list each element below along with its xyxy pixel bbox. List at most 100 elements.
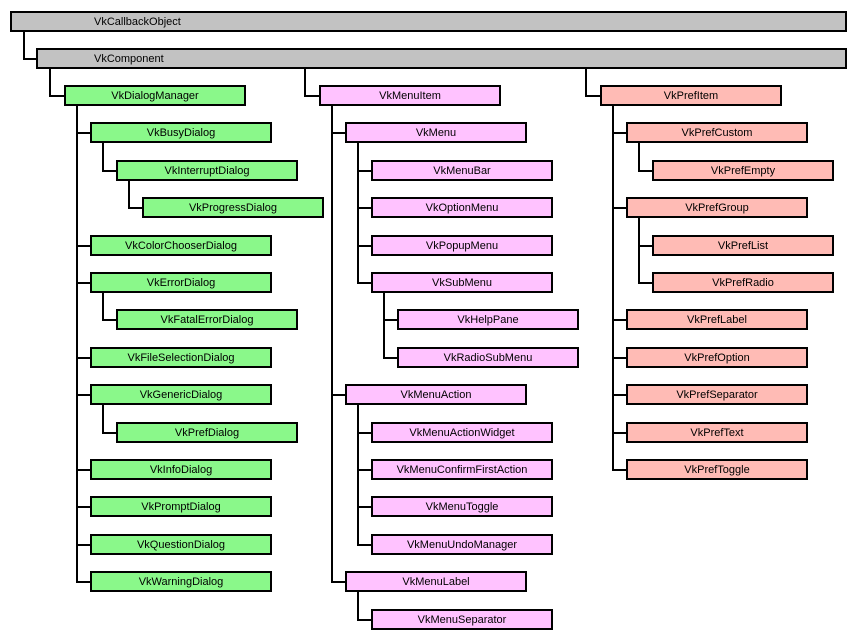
- connector-line: [331, 581, 345, 583]
- connector-line: [102, 432, 116, 434]
- node-vkcolorchooserdialog[interactable]: VkColorChooserDialog: [90, 235, 272, 256]
- connector-line: [331, 106, 333, 583]
- node-vkprefgroup[interactable]: VkPrefGroup: [626, 197, 808, 218]
- connector-line: [612, 432, 626, 434]
- connector-line: [76, 282, 90, 284]
- connector-line: [357, 544, 371, 546]
- node-label: VkPrefCustom: [681, 126, 753, 139]
- node-vkprefradio[interactable]: VkPrefRadio: [652, 272, 834, 293]
- connector-line: [612, 207, 626, 209]
- node-label: VkMenuSeparator: [417, 613, 507, 626]
- connector-line: [612, 132, 626, 134]
- node-label: VkPrefText: [690, 426, 744, 439]
- connector-line: [383, 357, 397, 359]
- connector-line: [76, 469, 90, 471]
- connector-line: [128, 207, 142, 209]
- node-vkerrordialog[interactable]: VkErrorDialog: [90, 272, 272, 293]
- node-label: VkMenuLabel: [402, 575, 470, 588]
- node-vkprefdialog[interactable]: VkPrefDialog: [116, 422, 298, 443]
- connector-line: [76, 132, 90, 134]
- node-vkquestiondialog[interactable]: VkQuestionDialog: [90, 534, 272, 555]
- node-label: VkProgressDialog: [188, 201, 278, 214]
- node-label: VkErrorDialog: [146, 276, 216, 289]
- connector-line: [638, 218, 640, 284]
- connector-line: [612, 394, 626, 396]
- node-label: VkPrefOption: [684, 351, 750, 364]
- connector-line: [357, 619, 371, 621]
- node-label: VkFileSelectionDialog: [127, 351, 235, 364]
- node-vkoptionmenu[interactable]: VkOptionMenu: [371, 197, 553, 218]
- node-vksubmenu[interactable]: VkSubMenu: [371, 272, 553, 293]
- node-vkinfodialog[interactable]: VkInfoDialog: [90, 459, 272, 480]
- node-label: VkColorChooserDialog: [125, 239, 237, 252]
- node-vkdialogmanager[interactable]: VkDialogManager: [64, 85, 246, 106]
- node-label: VkHelpPane: [457, 313, 519, 326]
- node-vkpreflist[interactable]: VkPrefList: [652, 235, 834, 256]
- node-label: VkPrefDialog: [174, 426, 240, 439]
- node-vkfileselectiondialog[interactable]: VkFileSelectionDialog: [90, 347, 272, 368]
- node-vkprefcustom[interactable]: VkPrefCustom: [626, 122, 808, 143]
- node-vkhelppane[interactable]: VkHelpPane: [397, 309, 579, 330]
- node-vkmenuactionwidget[interactable]: VkMenuActionWidget: [371, 422, 553, 443]
- node-vkbusydialog[interactable]: VkBusyDialog: [90, 122, 272, 143]
- node-label: VkMenuUndoManager: [406, 538, 518, 551]
- connector-line: [638, 245, 652, 247]
- node-label: VkMenu: [415, 126, 457, 139]
- node-vkmenulabel[interactable]: VkMenuLabel: [345, 571, 527, 592]
- node-vkprefseparator[interactable]: VkPrefSeparator: [626, 384, 808, 405]
- node-vkpreftext[interactable]: VkPrefText: [626, 422, 808, 443]
- node-label: VkCallbackObject: [94, 15, 181, 28]
- connector-line: [612, 319, 626, 321]
- node-vkinterruptdialog[interactable]: VkInterruptDialog: [116, 160, 298, 181]
- node-vkmenubar[interactable]: VkMenuBar: [371, 160, 553, 181]
- node-vkmenuaction[interactable]: VkMenuAction: [345, 384, 527, 405]
- node-vkcomponent[interactable]: VkComponent: [36, 48, 847, 69]
- connector-line: [49, 95, 64, 97]
- node-vkgenericdialog[interactable]: VkGenericDialog: [90, 384, 272, 405]
- node-label: VkComponent: [94, 52, 164, 65]
- node-vkmenuseparator[interactable]: VkMenuSeparator: [371, 609, 553, 630]
- connector-line: [357, 592, 359, 621]
- node-vkmenuitem[interactable]: VkMenuItem: [319, 85, 501, 106]
- connector-line: [76, 394, 90, 396]
- node-vkmenutoggle[interactable]: VkMenuToggle: [371, 496, 553, 517]
- node-vkmenuundomanager[interactable]: VkMenuUndoManager: [371, 534, 553, 555]
- node-vkmenuconfirmfirstaction[interactable]: VkMenuConfirmFirstAction: [371, 459, 553, 480]
- connector-line: [76, 544, 90, 546]
- node-label: VkRadioSubMenu: [443, 351, 533, 364]
- node-vkpromptdialog[interactable]: VkPromptDialog: [90, 496, 272, 517]
- node-label: VkPrefLabel: [687, 313, 747, 326]
- connector-line: [638, 143, 640, 172]
- node-vkpreflabel[interactable]: VkPrefLabel: [626, 309, 808, 330]
- node-label: VkQuestionDialog: [136, 538, 226, 551]
- connector-line: [357, 469, 371, 471]
- node-label: VkMenuConfirmFirstAction: [396, 463, 528, 476]
- node-label: VkPrefItem: [663, 89, 719, 102]
- node-vkradiosubmenu[interactable]: VkRadioSubMenu: [397, 347, 579, 368]
- node-vkprefitem[interactable]: VkPrefItem: [600, 85, 782, 106]
- connector-line: [357, 143, 359, 284]
- node-vkmenu[interactable]: VkMenu: [345, 122, 527, 143]
- node-vkcallbackobject[interactable]: VkCallbackObject: [10, 11, 847, 32]
- node-vkprefempty[interactable]: VkPrefEmpty: [652, 160, 834, 181]
- node-label: VkMenuItem: [379, 89, 441, 102]
- connector-line: [76, 506, 90, 508]
- node-label: VkPrefToggle: [684, 463, 750, 476]
- node-vkprefoption[interactable]: VkPrefOption: [626, 347, 808, 368]
- connector-line: [357, 432, 371, 434]
- node-vkpreftoggle[interactable]: VkPrefToggle: [626, 459, 808, 480]
- node-label: VkMenuActionWidget: [409, 426, 515, 439]
- node-label: VkPrefList: [717, 239, 769, 252]
- connector-line: [612, 469, 626, 471]
- node-label: VkOptionMenu: [425, 201, 499, 214]
- node-vkprogressdialog[interactable]: VkProgressDialog: [142, 197, 324, 218]
- node-vkfatalerrordialog[interactable]: VkFatalErrorDialog: [116, 309, 298, 330]
- connector-line: [585, 69, 587, 97]
- node-label: VkMenuToggle: [425, 500, 499, 513]
- node-label: VkGenericDialog: [139, 388, 223, 401]
- node-vkpopupmenu[interactable]: VkPopupMenu: [371, 235, 553, 256]
- node-vkwarningdialog[interactable]: VkWarningDialog: [90, 571, 272, 592]
- connector-line: [76, 245, 90, 247]
- connector-line: [128, 181, 130, 209]
